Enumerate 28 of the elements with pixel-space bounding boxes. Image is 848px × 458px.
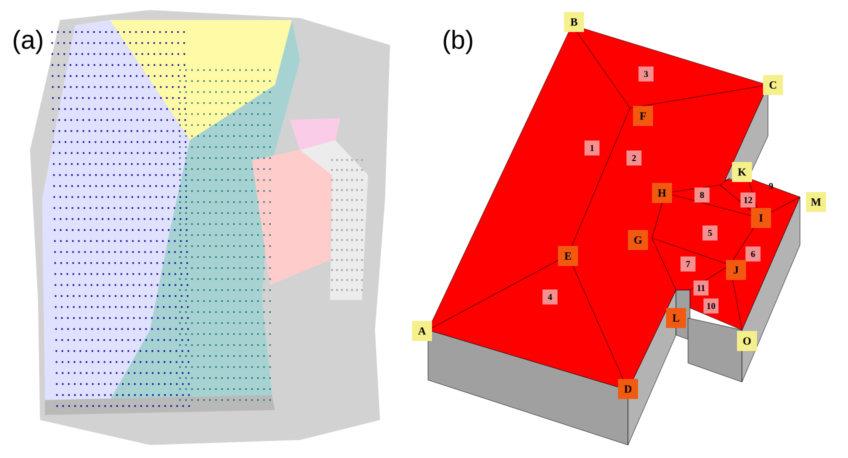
- vertex-label: B: [564, 12, 584, 32]
- vertex-label: I: [751, 208, 771, 228]
- face-number: 8: [694, 188, 710, 202]
- vertex-label: J: [726, 260, 746, 280]
- face-number: 5: [702, 226, 718, 240]
- face-number: 2: [626, 150, 642, 166]
- vertex-label: H: [652, 183, 672, 203]
- panel-label: (a): [14, 30, 42, 54]
- vertex-label: A: [412, 321, 432, 341]
- face-number: 4: [542, 290, 558, 304]
- face-number: 9: [769, 182, 773, 190]
- panel-label: (b): [444, 30, 472, 54]
- vertex-label: C: [763, 75, 783, 95]
- face-number: 6: [746, 246, 760, 262]
- vertex-label: E: [558, 246, 578, 266]
- vertex-label: O: [737, 331, 757, 351]
- vertex-label: D: [618, 379, 638, 399]
- vertex-label: G: [628, 230, 648, 250]
- face-number: 11: [694, 280, 708, 296]
- face-number: 12: [740, 192, 756, 208]
- face-number: 3: [638, 66, 654, 82]
- face-number: 7: [680, 256, 696, 272]
- face-number: 1: [584, 140, 600, 156]
- face-number: 10: [704, 298, 718, 314]
- vertex-label: K: [732, 162, 752, 182]
- vertex-label: L: [666, 308, 686, 328]
- vertex-label: M: [806, 192, 826, 212]
- vertex-label: F: [633, 106, 653, 126]
